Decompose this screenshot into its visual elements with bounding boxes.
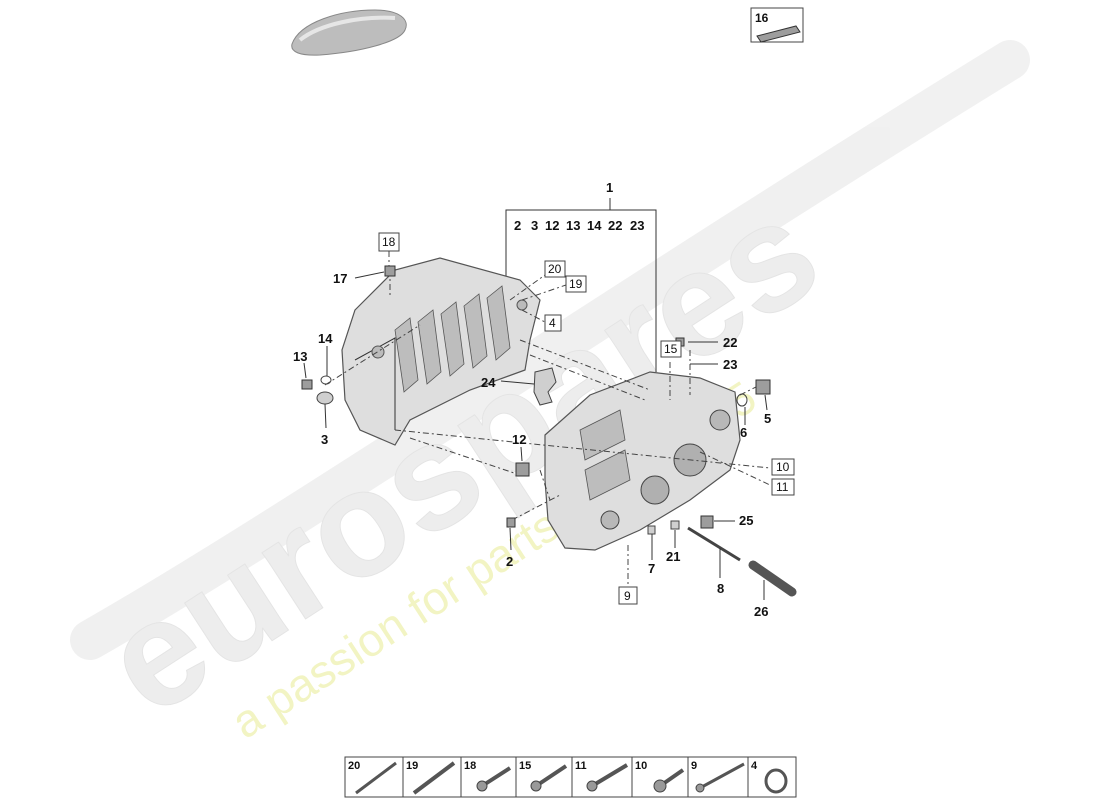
car-icon [291, 9, 407, 56]
legend-label-10: 10 [635, 760, 647, 772]
callout-5: 5 [764, 411, 771, 426]
long-bolt-icon [699, 762, 745, 790]
callout-3: 3 [321, 432, 328, 447]
part-26-sleeve[interactable] [748, 560, 797, 597]
callout-14: 14 [318, 331, 333, 346]
group-ref-14: 14 [587, 218, 602, 233]
crankcase-left-half[interactable] [341, 257, 541, 446]
box-11-label: 11 [776, 480, 789, 494]
legend-label-11: 11 [575, 760, 587, 772]
callout-1: 1 [606, 180, 613, 195]
callout-23: 23 [723, 357, 737, 372]
callout-13: 13 [293, 349, 307, 364]
bolt-icon [590, 763, 629, 788]
part-13-plug[interactable] [301, 379, 313, 390]
box-19[interactable]: 19 [565, 275, 587, 293]
part-25-plug[interactable] [700, 515, 714, 529]
box-10[interactable]: 10 [771, 458, 795, 476]
part-7-plug[interactable] [647, 525, 656, 535]
callouts: 17 13 14 3 24 12 2 22 23 6 5 25 7 21 8 2… [293, 271, 771, 619]
callout-22: 22 [723, 335, 737, 350]
part-16-box[interactable]: 16 [750, 7, 804, 43]
callout-26: 26 [754, 604, 768, 619]
legend-label-15: 15 [519, 760, 531, 772]
legend-label-20: 20 [348, 760, 360, 772]
box-15-label: 15 [664, 342, 678, 356]
part-2-plug[interactable] [506, 517, 516, 528]
box-10-label: 10 [776, 460, 790, 474]
legend-item-15[interactable]: 15 [515, 756, 573, 798]
stud-icon [355, 761, 397, 795]
box-11[interactable]: 11 [771, 478, 795, 496]
box-18[interactable]: 18 [378, 232, 400, 266]
legend-item-18[interactable]: 18 [460, 756, 517, 798]
part-16-label: 16 [755, 11, 769, 25]
part-14-ring[interactable] [320, 375, 332, 385]
group-ref-13: 13 [566, 218, 580, 233]
legend-label-19: 19 [406, 760, 418, 772]
box-20[interactable]: 20 [544, 260, 566, 278]
box-19-label: 19 [569, 277, 583, 291]
legend-item-20[interactable]: 20 [344, 756, 404, 798]
group-ref-23: 23 [630, 218, 644, 233]
legend-item-9[interactable]: 9 [687, 756, 749, 798]
callout-17: 17 [333, 271, 347, 286]
callout-21: 21 [666, 549, 680, 564]
box-9-label: 9 [624, 589, 631, 603]
box-4[interactable]: 4 [544, 314, 562, 332]
group-ref-3: 3 [531, 218, 538, 233]
part-3-plug[interactable] [316, 391, 334, 405]
legend-label-9: 9 [691, 760, 697, 772]
group-1: 1 2 3 12 13 14 22 23 [505, 180, 657, 372]
part-8-stud[interactable] [687, 526, 741, 562]
callout-25: 25 [739, 513, 753, 528]
callout-6: 6 [740, 425, 747, 440]
boxed-callouts: 18 20 19 4 15 10 11 9 [378, 232, 795, 605]
callout-8: 8 [717, 581, 724, 596]
legend-strip: 20 19 18 15 11 10 [344, 756, 797, 798]
legend-item-11[interactable]: 11 [571, 756, 633, 798]
small-parts [301, 265, 797, 597]
bolt-icon [480, 766, 512, 788]
box-15[interactable]: 15 [660, 340, 682, 358]
legend-label-4: 4 [751, 760, 758, 772]
gasket-strip-icon [756, 25, 801, 43]
part-5-plug[interactable] [755, 379, 771, 395]
group-refs: 2 3 12 13 14 22 23 [514, 218, 644, 233]
callout-2: 2 [506, 554, 513, 569]
part-21-plug[interactable] [670, 520, 680, 530]
seal-ring-icon [764, 768, 788, 794]
crankcase-right-half[interactable] [544, 371, 741, 551]
part-17-sensor[interactable] [384, 265, 396, 277]
bolt-icon [534, 764, 568, 788]
box-4-label: 4 [549, 316, 556, 330]
group-ref-12: 12 [545, 218, 559, 233]
callout-24: 24 [481, 375, 496, 390]
threaded-stud-icon [412, 761, 456, 795]
legend-item-10[interactable]: 10 [631, 756, 689, 798]
leader-lines [303, 271, 768, 600]
box-9[interactable]: 9 [618, 586, 638, 605]
legend-item-4[interactable]: 4 [747, 756, 797, 798]
legend-label-18: 18 [464, 760, 476, 772]
part-24-bracket[interactable] [533, 367, 557, 406]
legend-item-19[interactable]: 19 [402, 756, 462, 798]
part-6-ring[interactable] [736, 393, 748, 407]
callout-12: 12 [512, 432, 526, 447]
callout-7: 7 [648, 561, 655, 576]
part-12-plug[interactable] [515, 462, 530, 477]
group-ref-22: 22 [608, 218, 622, 233]
box-20-label: 20 [548, 262, 562, 276]
group-ref-2: 2 [514, 218, 521, 233]
box-18-label: 18 [382, 235, 396, 249]
